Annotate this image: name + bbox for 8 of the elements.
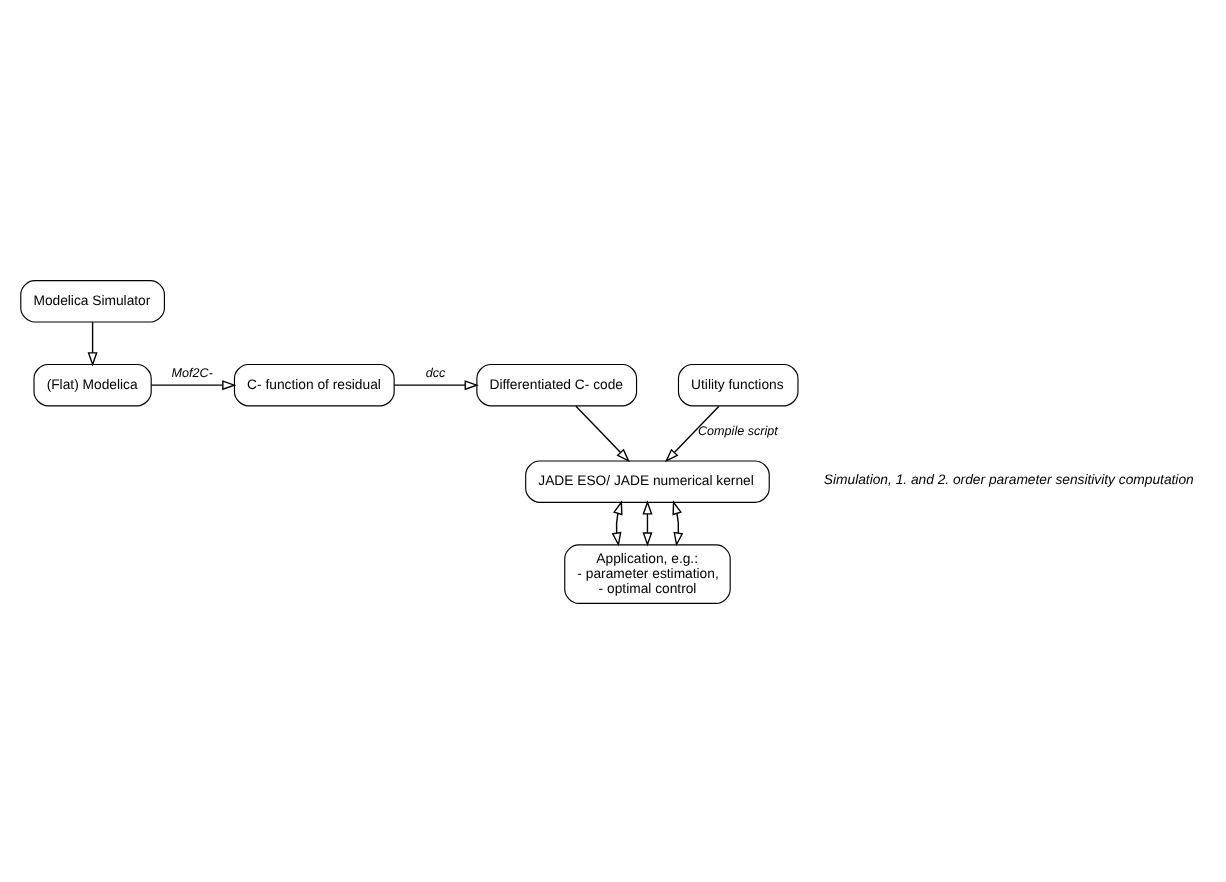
arrow <box>575 404 630 462</box>
arrow <box>393 379 479 390</box>
arrow <box>611 499 623 546</box>
arrow <box>664 404 720 462</box>
arrow <box>642 499 653 546</box>
arrow <box>150 379 237 390</box>
arrow <box>672 499 684 546</box>
arrow <box>87 320 98 366</box>
